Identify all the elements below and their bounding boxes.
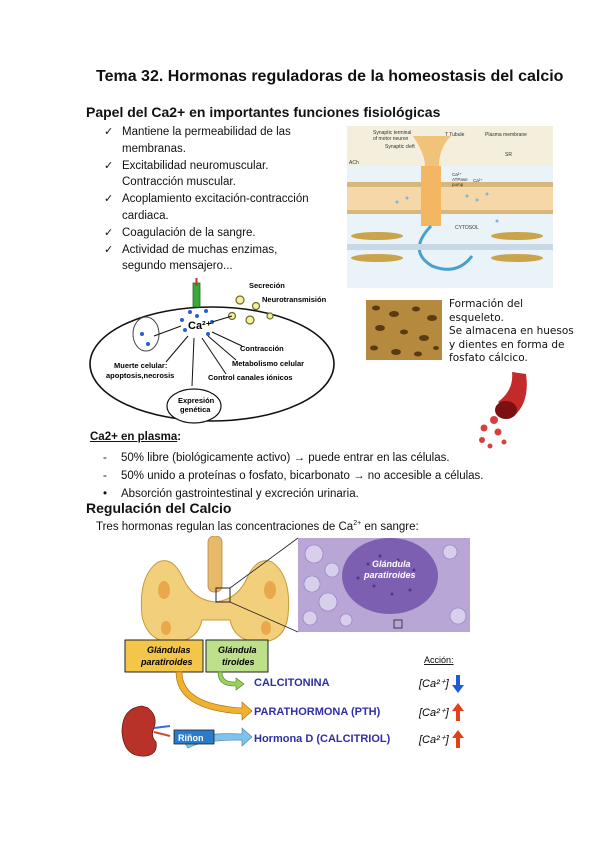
box-parathyroid-label-2: paratiroides [140,657,193,667]
intro-text-end: en sangre: [361,520,419,533]
intro-text: Tres hormonas regulan las concentracione… [96,520,354,533]
regulacion-intro: Tres hormonas regulan las concentracione… [96,520,419,533]
plasma-list: - 50% libre (biológicamente activo) → pue… [101,449,483,503]
calcium-ions [180,309,214,336]
arrow-up-icon [452,730,464,748]
action-label: Acción: [424,655,454,665]
calcitonin-arrow [217,671,245,691]
box-parathyroid-label: Glándulas [147,645,191,655]
check-item: Acoplamiento excitación-contracción card… [104,191,322,225]
ion-label: [Ca²⁺] [418,707,450,719]
ion-label: [Ca²⁺] [418,734,450,746]
calcium-cycle-arrow [417,224,474,271]
bone-caption-line: y dientes en forma de [449,338,565,351]
plasma-item: - 50% unido a proteínas o fosfato, bicarb… [101,467,483,485]
blood-vessel-image [479,372,527,449]
hormone-calcitonina: CALCITONINA [254,677,330,689]
bone-caption-line: Se almacena en huesos [449,325,574,337]
synapse-label-terminal: Synaptic terminal [373,130,411,136]
bone-caption-line: Formación del [449,298,524,310]
label-expresion-2: genética [180,405,211,414]
thyroid-box [205,639,269,673]
calcium-regulation-figure: Glándula paratiroides Glándulas paratiro… [121,536,470,757]
function-checklist: Mantiene la permeabilidad de las membran… [104,124,322,275]
apoptotic-cell [132,316,160,352]
label-muerte-2: apoptosis,necrosis [106,371,174,380]
pth-arrow [175,671,253,721]
hormone-calcitriol: Hormona D (CALCITRIOL) [254,733,391,745]
synapse-label-cleft: Synaptic cleft [385,144,415,150]
secretion-vesicles [227,295,274,325]
bullet-marker: - [103,452,107,464]
plasma-item-text: Absorción gastrointestinal y excreción u… [121,488,359,500]
plasma-item: • Absorción gastrointestinal y excreción … [101,485,483,503]
box-thyroid-label-2: tiroides [222,657,255,667]
bone-caption: Formación del esqueleto. Se almacena en … [449,298,589,366]
hormone-pth: PARATHORMONA (PTH) [254,706,381,718]
bullet-marker: • [103,488,108,500]
thyroid-illustration [140,536,290,643]
histology-label: Glándula [372,559,411,569]
synapse-label-terminal-2: of motor neuron [373,136,409,142]
intro-superscript: 2+ [353,520,362,527]
synapse-label-pump: Ca²⁺ [452,172,462,177]
label-secrecion: Secreción [249,281,285,290]
calcium-channel-icon [192,282,201,308]
check-item: Mantiene la permeabilidad de las membran… [104,124,322,158]
synapse-label-ca: Ca²⁺ [473,178,483,183]
bone-texture-image [366,300,442,360]
check-item: Coagulación de la sangre. [104,225,322,242]
kidney-label: Riñon [178,733,204,743]
t-tubule-shape [421,166,441,226]
check-item: Actividad de muchas enzimas, segundo men… [104,242,322,276]
bone-caption-line: esqueleto. [449,311,504,324]
neuron-terminal-shape [413,136,451,166]
label-neurotransmision: Neurotransmisión [262,295,327,304]
section-heading-regulacion: Regulación del Calcio [86,500,232,516]
label-muerte: Muerte celular: [114,361,167,370]
arrow-down-icon [452,675,464,693]
parathyroid-histology-image [298,538,470,632]
bullet-marker: - [103,470,107,482]
plasma-item-text: 50% libre (biológicamente activo) → pued… [121,452,450,464]
kidney-icon [121,705,171,757]
kidney-box [173,729,215,745]
cell-calcium-diagram: Ca²⁺ Secreción Neurotransmisión Contracc… [89,278,335,424]
plasma-heading: Ca2+ en plasma: [90,431,181,443]
label-contraccion: Contracción [240,344,284,353]
effect-arrows [153,315,243,387]
plasma-item: - 50% libre (biológicamente activo) → pue… [101,449,483,467]
page-title: Tema 32. Hormonas reguladoras de la home… [96,68,564,85]
arrow-up-icon [452,703,464,721]
plasma-heading-colon: : [177,431,182,443]
label-metabolismo: Metabolismo celular [232,359,304,368]
plasma-heading-text: Ca2+ en plasma [90,431,178,443]
plasma-item-text: 50% unido a proteínas o fosfato, bicarbo… [121,470,484,482]
synapse-label-pump-2: ATPase [452,177,468,182]
synapse-label-ttubule: T Tubule [445,132,465,138]
parathyroid-box [124,639,204,673]
synapse-diagram: Synaptic terminal of motor neuron Synapt… [347,126,553,288]
nucleus [166,388,222,424]
bone-caption-line: fosfato cálcico. [449,352,528,364]
synapse-label-plasma: Plasma membrane [485,132,527,138]
synapse-label-ach: ACh [349,160,359,166]
histology-label-2: paratiroides [363,570,416,580]
box-thyroid-label: Glándula [218,645,257,655]
synapse-label-pump-3: pump [452,182,464,187]
label-expresion: Expresión [178,396,215,405]
section-heading-papel: Papel del Ca2+ en importantes funciones … [86,104,441,120]
synapse-label-cytosol: CYTOSOL [455,225,479,231]
label-canales: Control canales iónicos [208,373,293,382]
synapse-label-sr: SR [505,152,512,158]
check-item: Excitabilidad neuromuscular. Contracción… [104,158,322,192]
ion-label: [Ca²⁺] [418,678,450,690]
calcium-center-label: Ca²⁺ [188,320,212,332]
